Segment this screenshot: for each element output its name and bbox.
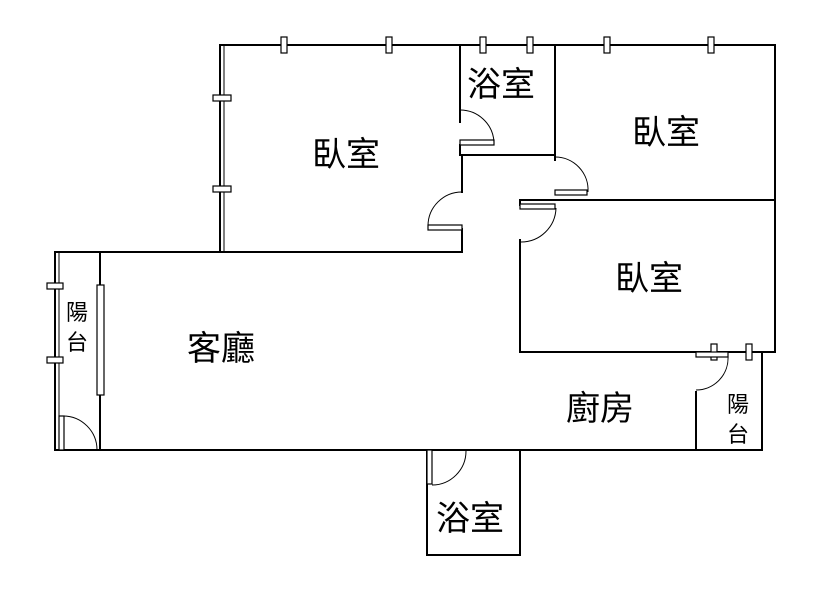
- door-bedroom-top-right: [554, 156, 589, 196]
- door-balcony-left: [58, 415, 98, 451]
- window-balcony-right-2: [745, 343, 753, 361]
- door-bathroom-top: [459, 109, 495, 146]
- label-balcony-left-2: 台: [66, 331, 88, 356]
- room-labels: 臥室 浴室 臥室 臥室 客廳 廚房 浴室 陽 台 陽 台: [66, 65, 749, 539]
- window-left-2: [212, 185, 232, 193]
- windows: [46, 36, 753, 396]
- door-balcony-right: [695, 351, 729, 391]
- window-top-5: [603, 36, 611, 54]
- label-bathroom-top: 浴室: [467, 65, 535, 105]
- window-top-4: [526, 36, 534, 54]
- label-bedroom-top-right: 臥室: [632, 113, 700, 153]
- window-top-3: [479, 36, 487, 54]
- label-bedroom-right: 臥室: [615, 259, 683, 299]
- label-balcony-right-2: 台: [727, 423, 749, 448]
- window-top-2: [385, 36, 393, 54]
- door-bathroom-bottom: [426, 449, 467, 486]
- label-kitchen: 廚房: [566, 389, 634, 429]
- door-bedroom-right: [519, 203, 557, 243]
- label-balcony-right-1: 陽: [727, 393, 749, 418]
- window-top-1: [280, 36, 288, 54]
- door-bedroom-top-left: [427, 191, 463, 231]
- doors: [58, 109, 729, 486]
- label-bedroom-top-left: 臥室: [312, 135, 380, 175]
- window-top-6: [707, 36, 715, 54]
- sliding-door-left: [96, 284, 105, 396]
- label-living-room: 客廳: [187, 329, 255, 369]
- window-balcony-left-2: [46, 356, 64, 364]
- label-balcony-left-1: 陽: [66, 301, 88, 326]
- window-left-1: [212, 94, 232, 102]
- label-bathroom-bottom: 浴室: [436, 499, 504, 539]
- window-balcony-left-1: [46, 282, 64, 290]
